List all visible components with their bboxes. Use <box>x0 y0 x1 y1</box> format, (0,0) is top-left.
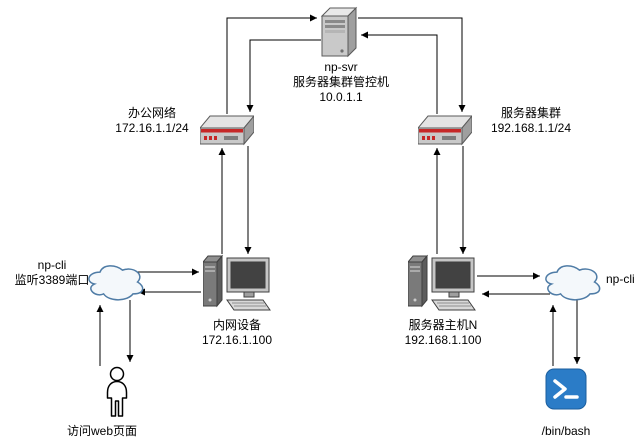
server-host-ip: 192.168.1.100 <box>404 333 482 347</box>
edge-office-router-to-server <box>226 14 317 114</box>
intranet-device-ip: 172.16.1.100 <box>201 333 273 347</box>
edge-server-to-cluster-router <box>358 17 466 112</box>
cluster-network-name: 服务器集群 <box>500 106 561 120</box>
server-host-name: 服务器主机N <box>408 318 478 332</box>
office-network-ip: 172.16.1.1/24 <box>115 121 189 135</box>
server-name: np-svr <box>324 60 358 74</box>
intranet-device-label: 内网设备 172.16.1.100 <box>177 318 297 348</box>
cloud-left-icon <box>85 262 145 302</box>
edge-server-to-office-router <box>246 39 321 112</box>
server-label: np-svr 服务器集群管控机 10.0.1.1 <box>271 60 411 105</box>
bash-label: /bin/bash <box>506 424 626 439</box>
tower-server-icon <box>318 6 364 58</box>
npcli-right-label: np-cli <box>606 272 642 287</box>
cloud-right-icon <box>542 262 602 302</box>
cluster-network-ip: 192.168.1.1/24 <box>490 121 572 135</box>
office-network-name: 办公网络 <box>127 106 176 120</box>
cluster-network-label: 服务器集群 192.168.1.1/24 <box>471 106 591 136</box>
terminal-icon <box>545 368 587 410</box>
npcli-left-desc: 监听3389端口 <box>14 273 90 287</box>
office-network-label: 办公网络 172.16.1.1/24 <box>92 106 212 136</box>
office-firewall-router-icon <box>198 110 256 150</box>
npcli-left-name: np-cli <box>37 258 67 272</box>
edge-cluster-router-to-server <box>361 31 438 114</box>
user-action: 访问web页面 <box>66 424 137 438</box>
npcli-right-name: np-cli <box>606 272 635 286</box>
cluster-firewall-router-icon <box>416 110 474 150</box>
server-ip: 10.0.1.1 <box>319 90 363 104</box>
server-host-label: 服务器主机N 192.168.1.100 <box>383 318 503 348</box>
server-desc: 服务器集群管控机 <box>292 75 389 89</box>
intranet-device-name: 内网设备 <box>212 318 261 332</box>
user-label: 访问web页面 <box>42 424 162 439</box>
person-icon <box>102 366 132 418</box>
npcli-left-label: np-cli 监听3389端口 <box>0 258 104 288</box>
intranet-desktop-pc-icon <box>201 252 273 314</box>
bash-path: /bin/bash <box>541 424 591 438</box>
host-desktop-pc-icon <box>406 252 478 314</box>
